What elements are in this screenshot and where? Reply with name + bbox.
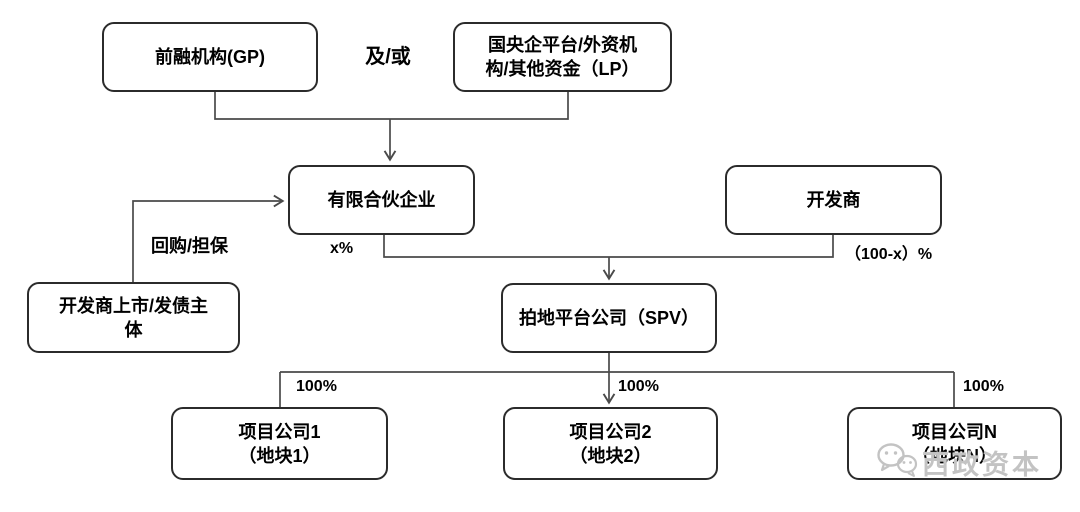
arrow-issuer-to-partnership	[132, 194, 285, 282]
node-projectN: 项目公司N （地块N）	[847, 407, 1062, 480]
node-issuer: 开发商上市/发债主 体	[27, 282, 240, 353]
node-project2: 项目公司2 （地块2）	[503, 407, 718, 480]
label-100-percent-mid: 100%	[618, 378, 659, 395]
node-limited-partnership: 有限合伙企业	[288, 165, 475, 235]
connector-top-merge	[214, 92, 569, 120]
label-100-percent-left: 100%	[296, 378, 337, 395]
label-x-percent: x%	[330, 240, 354, 257]
node-project1: 项目公司1 （地块1）	[171, 407, 388, 480]
label-100-minus-x-percent: （100-x）%	[845, 246, 933, 263]
node-gp: 前融机构(GP)	[102, 22, 318, 92]
connector-mid-merge	[383, 235, 834, 258]
label-repurchase-guarantee: 回购/担保	[151, 236, 229, 256]
node-spv: 拍地平台公司（SPV）	[501, 283, 717, 353]
connector-spv-bus	[279, 353, 955, 407]
label-100-percent-right: 100%	[963, 378, 1004, 395]
label-and-or: 及/或	[365, 46, 411, 68]
node-lp: 国央企平台/外资机 构/其他资金（LP）	[453, 22, 672, 92]
node-developer: 开发商	[725, 165, 942, 235]
